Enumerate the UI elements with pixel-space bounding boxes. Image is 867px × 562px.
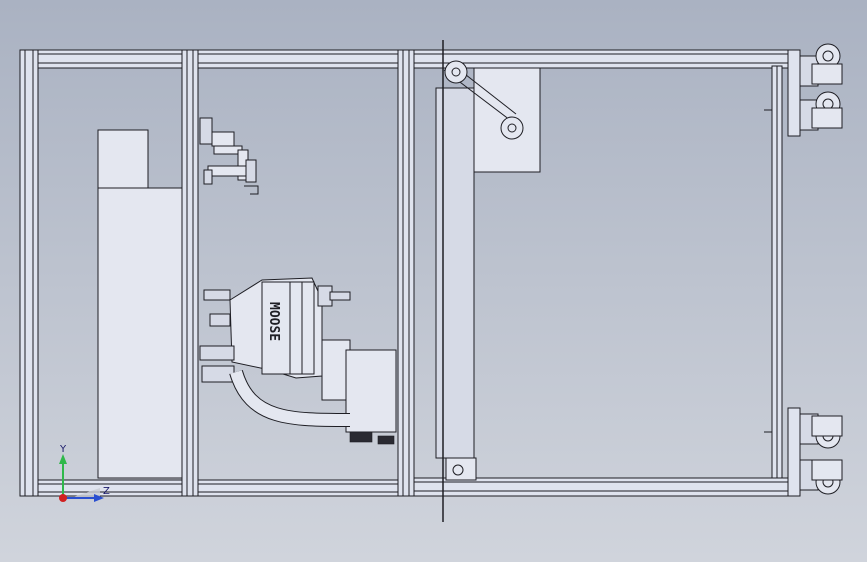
coordinate-triad: Y Z	[59, 444, 110, 502]
z-axis-label: Z	[103, 486, 110, 497]
motor-brand-text: MOOSE	[266, 302, 281, 341]
cable-pipe[interactable]	[229, 369, 351, 427]
electrical-cabinet[interactable]	[97, 129, 183, 479]
left-frame[interactable]	[19, 49, 415, 497]
caster-bottom[interactable]	[799, 413, 843, 495]
right-frame[interactable]	[413, 49, 801, 497]
belt-conveyor[interactable]	[435, 60, 541, 481]
caster-top[interactable]	[799, 43, 843, 131]
sensor-bracket[interactable]	[199, 117, 259, 195]
motor-assembly[interactable]: MOOSE	[199, 277, 397, 445]
y-axis-label: Y	[59, 444, 67, 455]
